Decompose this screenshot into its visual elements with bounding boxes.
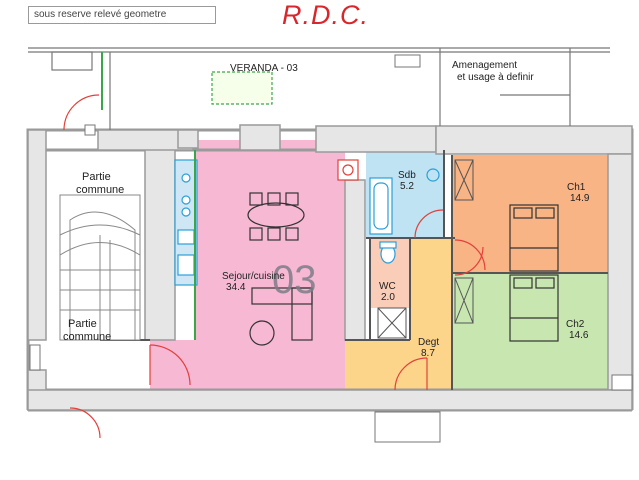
room-fill-ch1 — [452, 155, 608, 273]
room-label-partie-commune-bottom-line2: commune — [63, 331, 112, 343]
disclaimer-note: sous reserve relevé geometre — [34, 9, 167, 20]
floor-title: R.D.C. — [282, 0, 369, 30]
wardrobes — [377, 159, 474, 339]
room-fill-sejour-extension — [150, 340, 200, 390]
bed-ch1 — [509, 204, 559, 272]
bath-fixtures — [337, 159, 440, 264]
kitchen-counter — [174, 159, 198, 286]
wall-blocks — [27, 124, 633, 411]
door-bottom-left — [69, 407, 101, 439]
room-fill-ch2 — [452, 273, 608, 390]
windows — [29, 54, 633, 443]
room-label-degt: Degt — [418, 337, 440, 348]
dining-table — [247, 192, 305, 241]
room-label-wc: WC — [379, 281, 396, 292]
door-ch1 — [454, 239, 486, 271]
room-area-wc: 2.0 — [381, 292, 395, 303]
room-label-partie-commune-bottom-line1: Partie — [68, 318, 97, 330]
room-area-sejour: 34.4 — [226, 282, 246, 293]
door-degt — [394, 357, 428, 391]
room-label-sejour: Sejour/cuisine — [222, 271, 285, 282]
door-veranda — [63, 94, 100, 131]
room-fill-sejour — [195, 140, 345, 390]
door-ch2 — [454, 246, 484, 276]
room-area-sdb: 5.2 — [400, 181, 414, 192]
bed-ch2 — [509, 274, 559, 342]
room-label-partie-commune-top-line2: commune — [76, 184, 125, 196]
room-label-sdb: Sdb — [398, 170, 416, 181]
unit-number: 03 — [272, 258, 317, 302]
staircase — [59, 194, 141, 341]
room-label-ch1: Ch1 — [567, 182, 586, 193]
room-area-ch1: 14.9 — [570, 193, 590, 204]
door-sdb — [414, 209, 444, 239]
veranda-label: VERANDA - 03 — [230, 63, 298, 74]
room-area-degt: 8.7 — [421, 348, 435, 359]
partitions — [100, 150, 608, 390]
amenagement-label-line2: et usage à definir — [457, 72, 534, 83]
room-fill-degt — [345, 238, 455, 390]
veranda — [28, 47, 610, 130]
accent-green — [101, 52, 196, 340]
sofa — [249, 287, 313, 346]
door-entry — [149, 344, 191, 386]
room-area-ch2: 14.6 — [569, 330, 589, 341]
doors — [63, 94, 486, 439]
amenagement-label-line1: Amenagement — [452, 60, 518, 71]
room-label-ch2: Ch2 — [566, 319, 585, 330]
veranda-table — [211, 71, 273, 105]
room-label-partie-commune-top-line1: Partie — [82, 171, 111, 183]
disclaimer-box — [28, 6, 216, 24]
